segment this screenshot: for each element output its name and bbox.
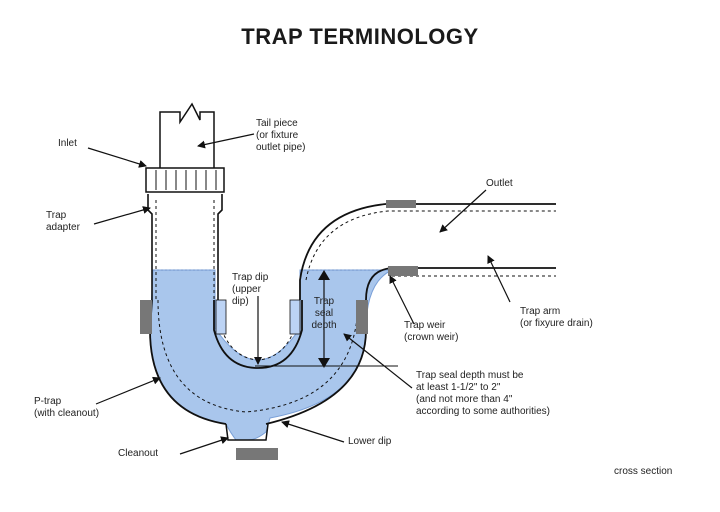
gasket-right-inner — [289, 299, 301, 335]
tail-piece — [159, 102, 215, 170]
diagram-title: TRAP TERMINOLOGY — [241, 24, 479, 49]
water-in-trap — [149, 269, 393, 441]
cleanout-plug — [225, 423, 278, 460]
gasket-left-inner — [215, 299, 227, 335]
label-trap-weir: Trap weir (crown weir) — [404, 320, 459, 343]
label-tail-piece: Tail piece (or fixture outlet pipe) — [256, 118, 306, 153]
p-trap-outer-wall — [149, 299, 367, 425]
label-inlet: Inlet — [58, 138, 77, 149]
trap-dip-wall — [213, 300, 303, 369]
footer-cross-section: cross section — [614, 466, 673, 477]
seal-depth-indicator — [255, 270, 398, 368]
outlet-gasket-bottom — [388, 266, 418, 276]
label-cleanout: Cleanout — [118, 448, 159, 459]
label-seal-note: Trap seal depth must be at least 1-1/2" … — [416, 370, 550, 417]
label-trap-arm: Trap arm (or fixyure drain) — [520, 306, 593, 329]
label-p-trap: P-trap (with cleanout) — [34, 396, 100, 419]
slip-nut — [145, 167, 225, 193]
label-trap-adapter: Trap adapter — [46, 210, 80, 233]
label-outlet: Outlet — [486, 178, 513, 189]
label-trap-seal-depth: Trap seal depth — [311, 296, 337, 331]
outlet-gasket-top — [386, 200, 416, 208]
label-lower-dip: Lower dip — [348, 436, 392, 447]
gasket-right-outer — [356, 300, 368, 334]
outlet-pipe — [299, 203, 556, 300]
gasket-left-outer — [140, 300, 152, 334]
leader-arrows — [87, 133, 511, 455]
label-trap-dip: Trap dip (upper dip) — [232, 272, 269, 307]
